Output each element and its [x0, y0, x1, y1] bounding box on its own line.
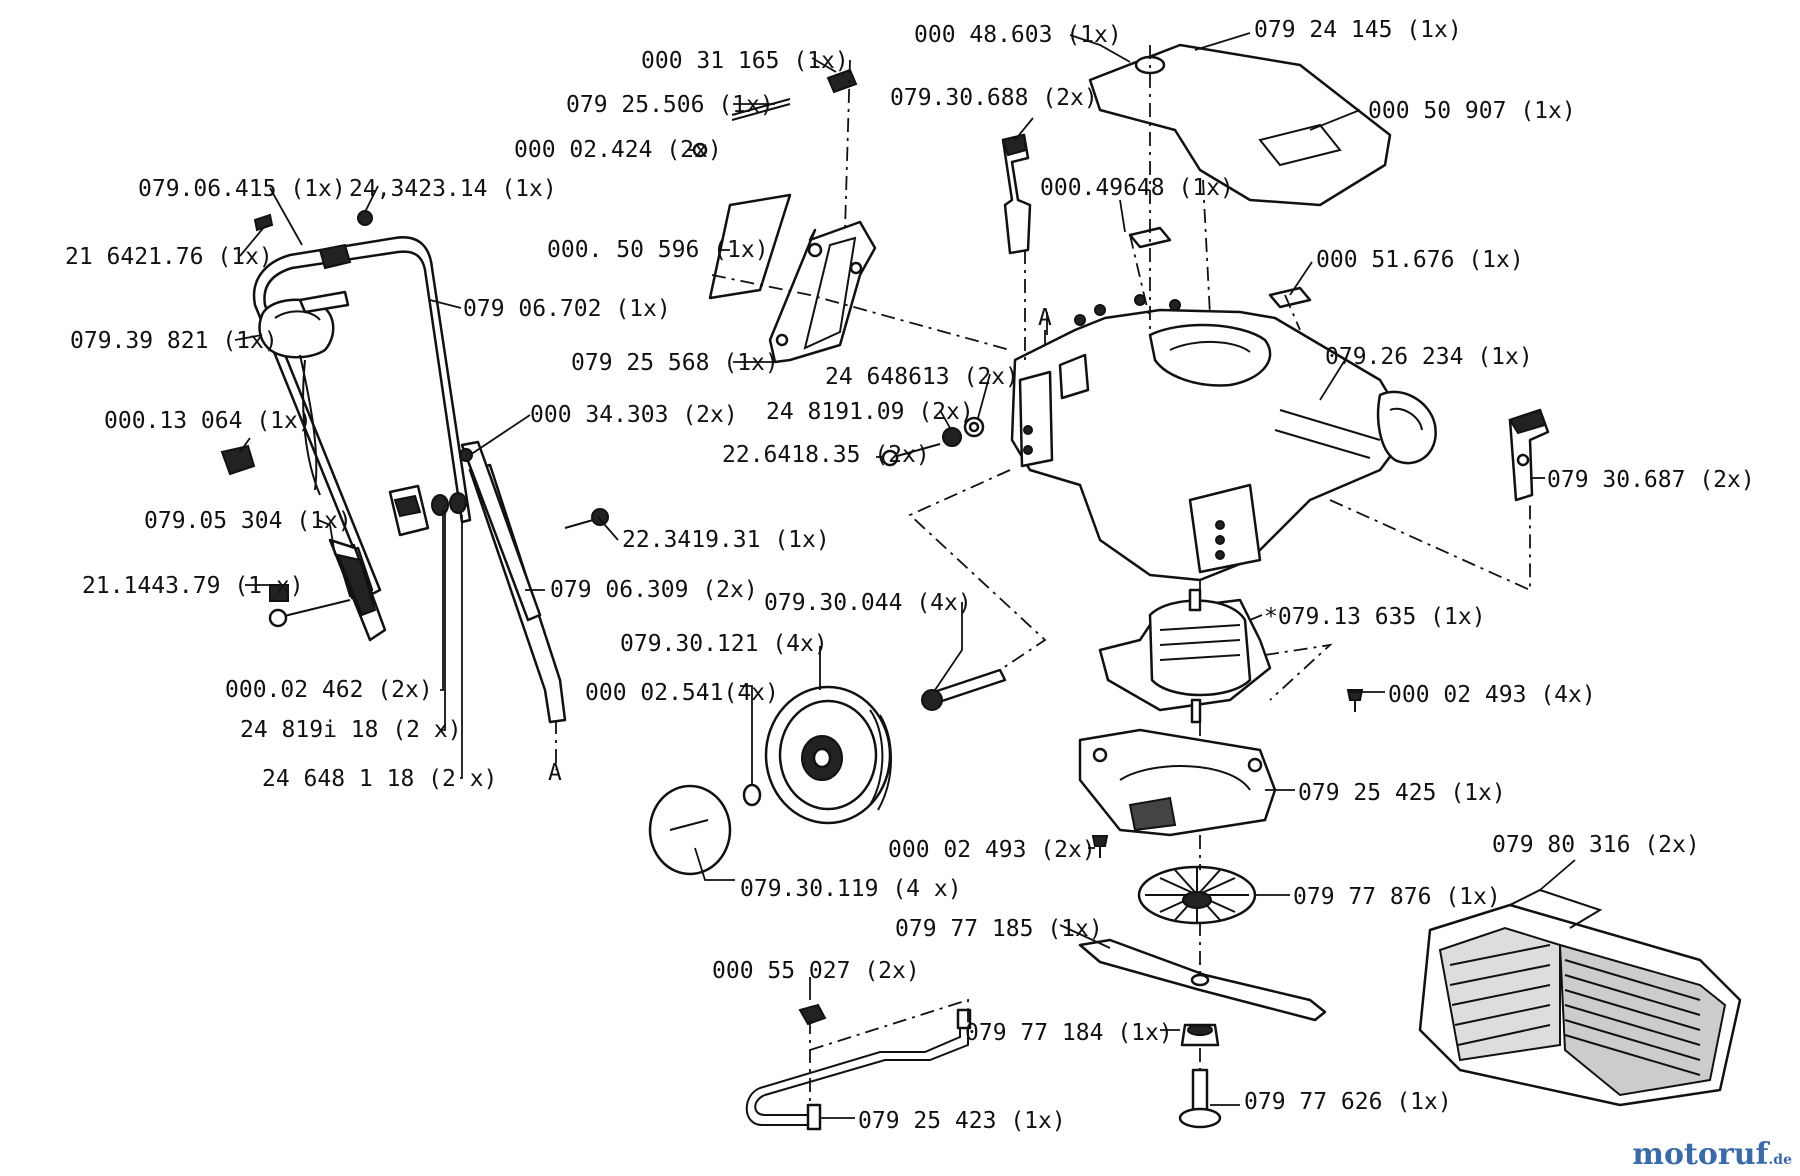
- label-079-39-821: 079.39 821 (1x): [70, 328, 278, 354]
- height-lever: [1001, 133, 1032, 255]
- hubcap-079-30-119: [648, 784, 732, 876]
- label-079-25-506: 079 25.506 (1x): [566, 92, 774, 118]
- label-24-648613: 24 648613 (2x): [825, 364, 1019, 390]
- cable-clip: [220, 444, 256, 476]
- label-000-34-303: 000 34.303 (2x): [530, 402, 738, 428]
- label-000-02-462: 000.02 462 (2x): [225, 677, 433, 703]
- label-000-02-541: 000 02.541(4x): [585, 680, 779, 706]
- label-24-819-18: 24 819i 18 (2 x): [240, 717, 462, 743]
- label-079-05-304: 079.05 304 (1x): [144, 508, 352, 534]
- axle-079-30-044: [921, 668, 1007, 711]
- label-000-02-493-2x: 000 02 493 (2x): [888, 837, 1096, 863]
- label-000-48-603: 000 48.603 (1x): [914, 22, 1122, 48]
- main-housing-079-26-234: [1010, 308, 1437, 582]
- cable: [299, 354, 321, 496]
- upper-handle: [252, 236, 472, 596]
- label-079-24-145: 079 24 145 (1x): [1254, 17, 1462, 43]
- bolt-079-77-626: [1178, 1068, 1222, 1129]
- switch-box: [258, 290, 350, 359]
- label-24-8191-09: 24 8191.09 (2x): [766, 399, 974, 425]
- washer-000-02-541: [742, 783, 762, 807]
- label-079-26-234: 079.26 234 (1x): [1325, 344, 1533, 370]
- plate-000-50-596: [708, 193, 792, 300]
- label-079-30-044: 079.30.044 (4x): [764, 590, 972, 616]
- label-079-06-415: 079.06.415 (1x): [138, 176, 346, 202]
- rod-079-25-506: [731, 98, 791, 121]
- housing-screws: [1074, 294, 1181, 326]
- blade-079-77-185: [1078, 938, 1327, 1022]
- clip-000-31-165: [826, 68, 858, 94]
- label-079-77-185: 079 77 185 (1x): [895, 916, 1103, 942]
- brand-watermark: motoruf.de: [1632, 1137, 1792, 1172]
- bolt-22-6418: [881, 443, 941, 467]
- label-000-50-596: 000. 50 596 (1x): [547, 237, 769, 263]
- leader-lines: [234, 32, 1576, 1119]
- label-000-49648: 000.49648 (1x): [1040, 175, 1234, 201]
- clip-000-55-027: [798, 1003, 827, 1026]
- nut-24-648613: [963, 416, 985, 438]
- section-marker-a-bottom: A: [548, 760, 562, 786]
- handle-clamp: [253, 210, 373, 270]
- label-079-77-876: 079 77 876 (1x): [1293, 884, 1501, 910]
- wheel-079-30-121: [764, 685, 892, 825]
- handle-knob: [269, 538, 387, 642]
- label-079-30-119: 079.30.119 (4 x): [740, 876, 962, 902]
- section-marker-a-top: A: [1038, 305, 1052, 331]
- hub-079-77-184: [1180, 1023, 1220, 1047]
- label-079-30-687: 079 30.687 (2x): [1547, 467, 1755, 493]
- grass-box-079-80-316: [1418, 888, 1742, 1107]
- watermark-suffix: .de: [1768, 1152, 1792, 1168]
- label-079-13-635: *079.13 635 (1x): [1264, 604, 1486, 630]
- screw-000-02-493-motor: [1346, 689, 1364, 712]
- label-000-31-165: 000 31 165 (1x): [641, 48, 849, 74]
- label-079-06-702: 079 06.702 (1x): [463, 296, 671, 322]
- label-079-25-425: 079 25 425 (1x): [1298, 780, 1506, 806]
- label-000-50-907: 000 50 907 (1x): [1368, 98, 1576, 124]
- label-24-648-118: 24 648 1 18 (2 x): [262, 766, 497, 792]
- wire-handle-079-25-423: [745, 1008, 972, 1131]
- label-000-02-493-4x: 000 02 493 (4x): [1388, 682, 1596, 708]
- label-079-30-688: 079.30.688 (2x): [890, 85, 1098, 111]
- label-000-51-676: [1268, 286, 1312, 309]
- label-000-55-027: 000 55 027 (2x): [712, 958, 920, 984]
- screw-000-34-303: [459, 448, 473, 462]
- label-22-3419-31: 22.3419.31 (1x): [622, 527, 830, 553]
- label-21-1443-79: 21.1443.79 (1 x): [82, 573, 304, 599]
- label-079-80-316: 079 80 316 (2x): [1492, 832, 1700, 858]
- bolt-21-1443: [268, 599, 351, 628]
- label-079-25-423: 079 25 423 (1x): [858, 1108, 1066, 1134]
- label-079-06-309: 079 06.309 (2x): [550, 577, 758, 603]
- screw-22-3419: [564, 508, 609, 529]
- label-000-51-676: 000 51.676 (1x): [1316, 247, 1524, 273]
- label-079-77-184: 079 77 184 (1x): [965, 1020, 1173, 1046]
- lower-handle-right: [460, 440, 567, 724]
- label-000-13-064: 000.13 064 (1x): [104, 408, 312, 434]
- label-000-02-424: 000 02.424 (2x): [514, 137, 722, 163]
- washer-24-8191: [942, 427, 962, 447]
- label-21-6421-76: 21 6421.76 (1x): [65, 244, 273, 270]
- screw-000-02-493-fan: [1091, 835, 1109, 858]
- label-24-3423-14: 24,3423.14 (1x): [349, 176, 557, 202]
- washers: [431, 492, 467, 516]
- label-22-6418-35: 22.6418.35 (2x): [722, 442, 930, 468]
- lever-right-079-30-687: [1508, 408, 1550, 502]
- label-079-77-626: 079 77 626 (1x): [1244, 1089, 1452, 1115]
- label-079-30-121: 079.30.121 (4x): [620, 631, 828, 657]
- flap-079-25-568: [768, 220, 877, 364]
- motor-079-13-635: [1098, 588, 1272, 724]
- watermark-brand: motoruf: [1632, 1137, 1769, 1172]
- assembly-lines: [555, 45, 1531, 1105]
- label-079-25-568: 079 25 568 (1x): [571, 350, 779, 376]
- fan-housing-079-25-425: [1078, 728, 1277, 837]
- fan-079-77-876: [1137, 865, 1257, 925]
- part-labels: 000 31 165 (1x) 079 25.506 (1x) 000 02.4…: [65, 17, 1755, 1134]
